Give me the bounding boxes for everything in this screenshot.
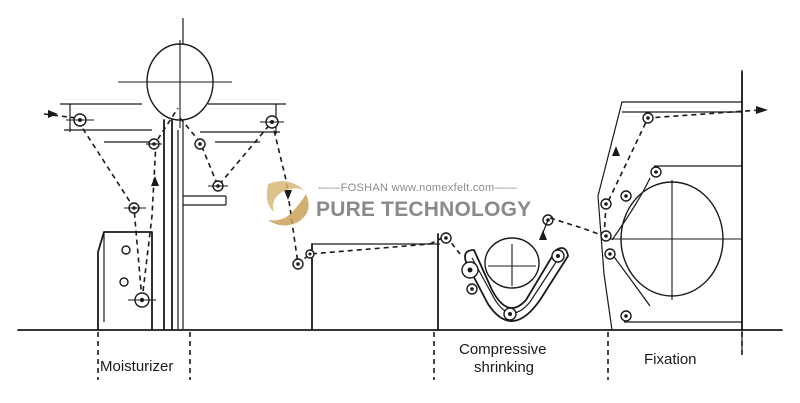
watermark-subtitle: ——FOSHAN www.nomexfelt.com—— (318, 182, 518, 194)
flow-arrow-icon (612, 146, 620, 156)
label-compressive: Compressive (459, 341, 547, 358)
entry-arrow-icon (48, 110, 58, 118)
watermark-logo-icon (266, 181, 309, 226)
moisturizer-frame (60, 18, 286, 331)
middle-stand (311, 243, 440, 331)
flow-arrow-icon (284, 190, 292, 200)
label-shrinking: shrinking (474, 359, 535, 376)
watermark-title: PURE TECHNOLOGY (316, 198, 532, 221)
flow-arrow-icon (539, 230, 547, 240)
exit-arrow-icon (756, 106, 768, 114)
guide-rollers (66, 112, 662, 322)
fixation-unit (597, 70, 743, 352)
label-moisturizer: Moisturizer (100, 358, 174, 375)
compressive-unit (437, 214, 569, 331)
section-brackets (97, 332, 743, 380)
flow-arrow-icon (151, 176, 159, 186)
label-fixation: Fixation (644, 351, 697, 368)
